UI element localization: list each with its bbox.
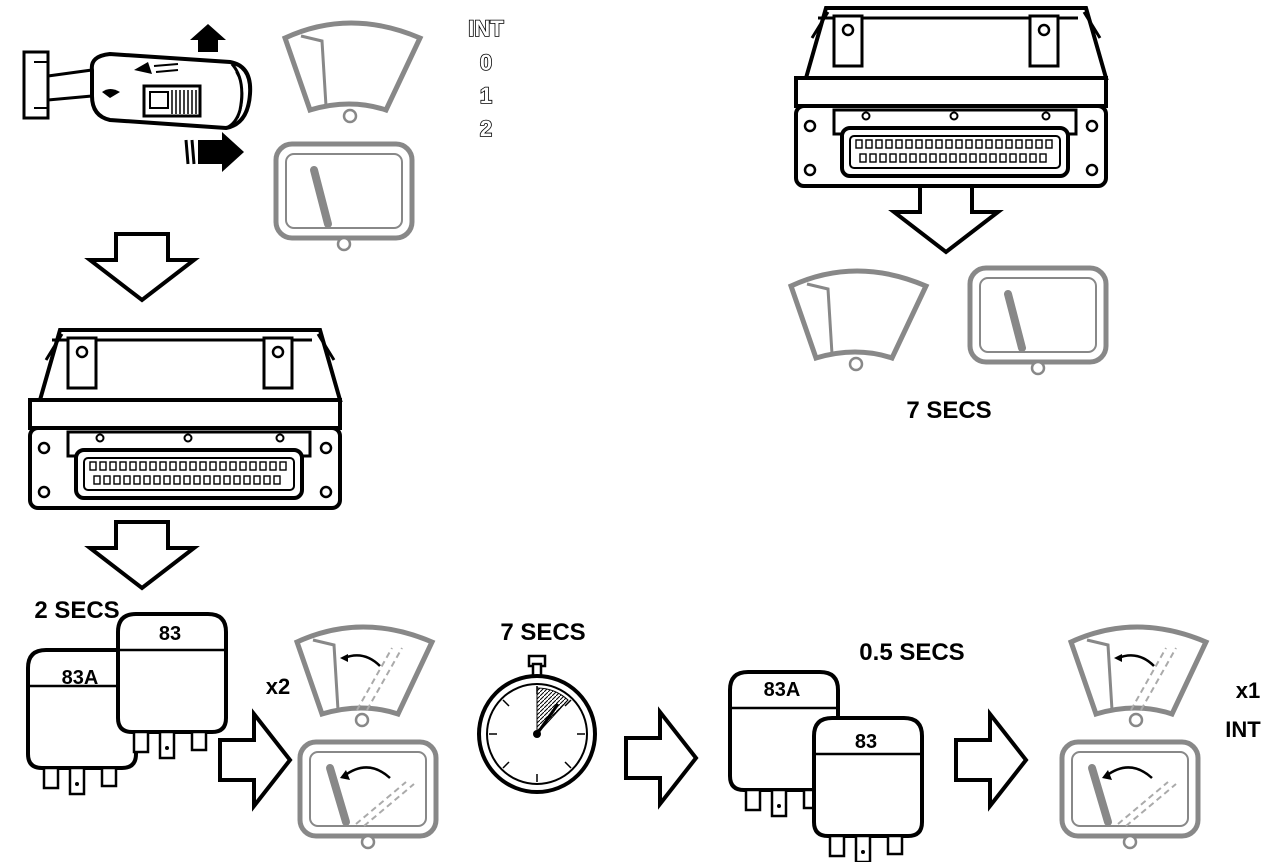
front-screen-icon xyxy=(285,23,420,122)
rear-screen-wipe-icon-2 xyxy=(1062,742,1198,848)
wiper-stalk-switch xyxy=(22,50,253,131)
relay-83-label-2: 83 xyxy=(855,731,877,753)
flow-arrow-down-2 xyxy=(88,520,196,590)
switch-position-0: 0 xyxy=(480,50,492,75)
stopwatch-icon xyxy=(477,654,597,794)
flow-arrow-right-2 xyxy=(624,710,698,806)
flow-arrow-down-3 xyxy=(892,184,1000,254)
relay-83-label: 83 xyxy=(159,623,181,645)
relay-83a-label: 83A xyxy=(62,667,99,689)
stopwatch-time-label: 7 SECS xyxy=(500,619,585,646)
ecu-module-left xyxy=(28,328,342,510)
wipe-count-label-1: x2 xyxy=(266,674,290,699)
front-screen-icon-right xyxy=(791,271,926,370)
relay-delay-label-2: 0.5 SECS xyxy=(859,639,964,666)
rear-screen-icon-right xyxy=(970,268,1106,374)
relay-83a-label-2: 83A xyxy=(764,679,801,701)
flow-arrow-right-1 xyxy=(218,712,292,808)
flow-arrow-down-1 xyxy=(88,232,196,302)
switch-position-2: 2 xyxy=(480,116,492,141)
ecu-module-right xyxy=(794,6,1108,188)
top-right-time-label: 7 SECS xyxy=(906,397,991,424)
switch-position-int: INT xyxy=(468,16,504,41)
wipe-count-label-2: x1 xyxy=(1236,678,1260,703)
rear-screen-icon xyxy=(276,144,412,250)
wipe-mode-label-2: INT xyxy=(1225,717,1261,742)
switch-positions: INT 0 1 2 xyxy=(467,15,505,142)
rear-screen-wipe-icon xyxy=(300,742,436,848)
front-screen-wipe-icon-2 xyxy=(1071,627,1206,726)
flow-arrow-right-3 xyxy=(954,712,1028,808)
arrow-up-icon xyxy=(190,24,226,52)
arrow-push-icon xyxy=(184,132,244,172)
front-screen-wipe-icon xyxy=(297,627,432,726)
relay-delay-label: 2 SECS xyxy=(34,597,119,624)
switch-position-1: 1 xyxy=(480,83,492,108)
